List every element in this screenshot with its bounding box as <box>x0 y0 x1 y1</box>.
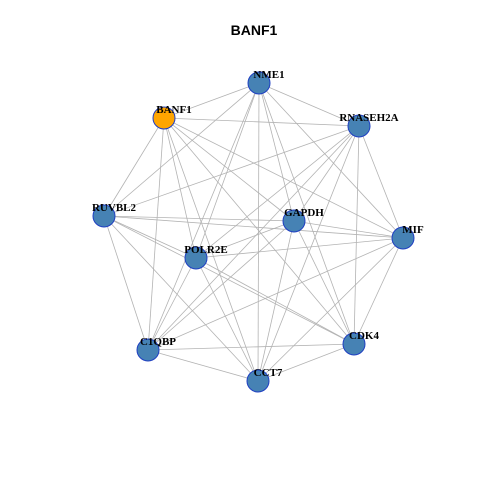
edge-mif-polr2e <box>195 237 404 259</box>
edge-nme1-ruvbl2 <box>103 82 260 217</box>
edge-polr2e-c1qbp <box>147 257 197 351</box>
edge-rnaseh2a-mif <box>358 125 404 239</box>
edge-rnaseh2a-cdk4 <box>353 125 360 345</box>
node-label-cct7: CCT7 <box>254 367 283 379</box>
node-label-cdk4: CDK4 <box>349 330 379 342</box>
edge-mif-cdk4 <box>353 237 404 345</box>
edge-nme1-cdk4 <box>258 82 355 345</box>
edge-mif-c1qbp <box>147 237 404 351</box>
edge-c1qbp-cct7 <box>147 349 259 382</box>
edge-banf1-c1qbp <box>147 117 165 351</box>
node-banf1 <box>152 106 176 130</box>
node-label-ruvbl2: RUVBL2 <box>92 202 137 214</box>
edge-c1qbp-cdk4 <box>147 343 355 351</box>
edge-nme1-c1qbp <box>147 82 260 351</box>
node-mif <box>391 226 415 250</box>
edge-polr2e-cdk4 <box>195 257 355 345</box>
edge-rnaseh2a-polr2e <box>195 125 360 259</box>
node-cct7 <box>246 369 270 393</box>
edge-cdk4-cct7 <box>257 343 355 382</box>
edge-banf1-cdk4 <box>163 117 355 345</box>
edge-banf1-polr2e <box>163 117 197 259</box>
node-rnaseh2a <box>347 114 371 138</box>
edge-banf1-mif <box>163 117 404 239</box>
node-label-nme1: NME1 <box>253 69 284 81</box>
edge-mif-cct7 <box>257 237 404 382</box>
node-label-banf1: BANF1 <box>156 104 191 116</box>
node-label-polr2e: POLR2E <box>184 244 227 256</box>
node-nme1 <box>247 71 271 95</box>
node-ruvbl2 <box>92 204 116 228</box>
edge-gapdh-polr2e <box>195 220 295 259</box>
plot-title: BANF1 <box>231 22 278 38</box>
node-c1qbp <box>136 338 160 362</box>
node-cdk4 <box>342 332 366 356</box>
edge-rnaseh2a-cct7 <box>257 125 360 382</box>
edge-ruvbl2-polr2e <box>103 215 197 259</box>
edge-gapdh-mif <box>293 220 404 239</box>
node-gapdh <box>282 209 306 233</box>
edge-rnaseh2a-gapdh <box>293 125 360 222</box>
node-label-c1qbp: C1QBP <box>140 336 176 348</box>
edge-ruvbl2-mif <box>103 215 404 239</box>
edge-banf1-gapdh <box>163 117 295 222</box>
edge-ruvbl2-cdk4 <box>103 215 355 345</box>
edge-gapdh-c1qbp <box>147 220 295 351</box>
edge-polr2e-cct7 <box>195 257 259 382</box>
edge-ruvbl2-c1qbp <box>103 215 149 351</box>
edge-banf1-rnaseh2a <box>163 117 360 127</box>
edge-nme1-polr2e <box>195 82 260 259</box>
edge-rnaseh2a-ruvbl2 <box>103 125 360 217</box>
edge-gapdh-cdk4 <box>293 220 355 345</box>
edge-nme1-cct7 <box>257 82 260 382</box>
edge-ruvbl2-cct7 <box>103 215 259 382</box>
edge-layer <box>103 82 404 382</box>
node-label-mif: MIF <box>402 224 424 236</box>
node-polr2e <box>184 246 208 270</box>
edge-nme1-rnaseh2a <box>258 82 360 127</box>
edge-gapdh-cct7 <box>257 220 295 382</box>
node-label-gapdh: GAPDH <box>284 207 324 219</box>
edge-ruvbl2-gapdh <box>103 215 295 222</box>
edge-banf1-cct7 <box>163 117 259 382</box>
edge-rnaseh2a-c1qbp <box>147 125 360 351</box>
edge-banf1-ruvbl2 <box>103 117 165 217</box>
node-layer <box>92 71 415 393</box>
edge-nme1-gapdh <box>258 82 295 222</box>
edge-nme1-mif <box>258 82 404 239</box>
node-label-rnaseh2a: RNASEH2A <box>339 112 398 124</box>
edge-nme1-banf1 <box>163 82 260 119</box>
